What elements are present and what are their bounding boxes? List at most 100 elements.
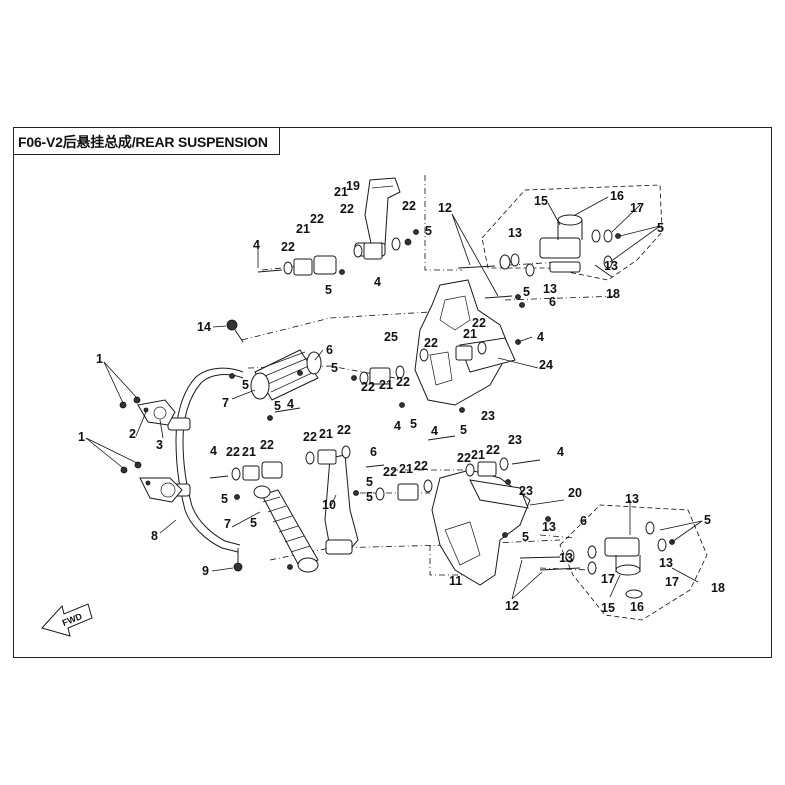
diagram-frame: [13, 127, 772, 658]
callout-5: 5: [522, 530, 529, 544]
rear-knuckle-lower: [431, 469, 531, 586]
callout-4: 4: [394, 419, 401, 433]
callout-21: 21: [399, 462, 413, 476]
callout-21: 21: [242, 445, 256, 459]
callout-12: 12: [438, 201, 452, 215]
callout-13: 13: [543, 282, 557, 296]
callout-5: 5: [425, 224, 432, 238]
upper-shock-absorber: [250, 349, 322, 401]
hub-upper-exploded: [457, 214, 621, 300]
misc-bolts: [226, 229, 551, 572]
callout-4: 4: [287, 397, 294, 411]
lower-trailing-arm: [324, 454, 359, 555]
callout-22: 22: [303, 430, 317, 444]
callout-22: 22: [260, 438, 274, 452]
stabilizer-bar: [167, 367, 244, 553]
callout-17: 17: [630, 201, 644, 215]
bushing-bracket-upper: [137, 399, 176, 426]
callout-layer: 19 21 22 21 22 22 4 22 5 4 5 12 13 5 13 …: [78, 179, 725, 615]
rear-knuckle-upper: [414, 279, 516, 406]
callout-22: 22: [402, 199, 416, 213]
callout-13: 13: [604, 259, 618, 273]
callout-4: 4: [537, 330, 544, 344]
callout-15: 15: [601, 601, 615, 615]
diagram-title: F06-V2后悬挂总成/REAR SUSPENSION: [18, 134, 268, 150]
callout-23: 23: [519, 484, 533, 498]
callout-14: 14: [197, 320, 211, 334]
callout-8: 8: [151, 529, 158, 543]
callout-15: 15: [534, 194, 548, 208]
callout-12: 12: [505, 599, 519, 613]
hub-assembly-box-lower: [559, 504, 708, 621]
callout-11: 11: [449, 574, 462, 588]
callout-22: 22: [424, 336, 438, 350]
callout-20: 20: [568, 486, 582, 500]
title-box: F06-V2后悬挂总成/REAR SUSPENSION: [14, 128, 280, 155]
callout-4: 4: [374, 275, 381, 289]
callout-5: 5: [523, 285, 530, 299]
lower-left-bushings: [209, 445, 385, 481]
callout-5: 5: [657, 221, 664, 235]
callout-5: 5: [221, 492, 228, 506]
callout-22: 22: [337, 423, 351, 437]
callout-22: 22: [340, 202, 354, 216]
callout-1: 1: [96, 352, 103, 366]
callout-6: 6: [370, 445, 377, 459]
callout-23: 23: [481, 409, 495, 423]
callout-5: 5: [325, 283, 332, 297]
hub-lower-exploded: [519, 521, 675, 599]
callout-6: 6: [580, 514, 587, 528]
callout-5: 5: [410, 417, 417, 431]
callout-22: 22: [486, 443, 500, 457]
callout-22: 22: [281, 240, 295, 254]
callout-22: 22: [396, 375, 410, 389]
callout-21: 21: [334, 185, 348, 199]
callout-5: 5: [242, 378, 249, 392]
callout-13: 13: [659, 556, 673, 570]
callout-10: 10: [322, 498, 336, 512]
callout-22: 22: [457, 451, 471, 465]
callout-16: 16: [630, 600, 644, 614]
callout-3: 3: [156, 438, 163, 452]
callout-19: 19: [346, 179, 360, 193]
bracket-bolts: [119, 396, 142, 474]
callout-13: 13: [542, 520, 556, 534]
callout-22: 22: [226, 445, 240, 459]
callout-6: 6: [326, 343, 333, 357]
callout-7: 7: [222, 396, 229, 410]
callout-23: 23: [508, 433, 522, 447]
callout-22: 22: [383, 465, 397, 479]
callout-17: 17: [665, 575, 679, 589]
callout-5: 5: [274, 399, 281, 413]
callout-7: 7: [224, 517, 231, 531]
upper-left-bushings: [257, 237, 412, 276]
callout-21: 21: [319, 427, 333, 441]
callout-22: 22: [414, 459, 428, 473]
callout-24: 24: [539, 358, 553, 372]
callout-5: 5: [366, 490, 373, 504]
callout-1: 1: [78, 430, 85, 444]
callout-5: 5: [460, 423, 467, 437]
callout-22: 22: [472, 316, 486, 330]
callout-13: 13: [625, 492, 639, 506]
callout-21: 21: [463, 327, 477, 341]
callout-16: 16: [610, 189, 624, 203]
callout-21: 21: [379, 378, 393, 392]
callout-4: 4: [431, 424, 438, 438]
callout-21: 21: [471, 448, 485, 462]
lower-shock-absorber: [253, 485, 319, 573]
callout-25: 25: [384, 330, 398, 344]
callout-4: 4: [253, 238, 260, 252]
callout-18: 18: [606, 287, 620, 301]
callout-4: 4: [557, 445, 564, 459]
callout-5: 5: [704, 513, 711, 527]
lower-middle-bushings: [375, 457, 541, 501]
callout-6: 6: [549, 295, 556, 309]
callout-18: 18: [711, 581, 725, 595]
bushing-bracket-lower: [139, 477, 183, 503]
callout-22: 22: [361, 380, 375, 394]
callout-9: 9: [202, 564, 209, 578]
callout-5: 5: [331, 361, 338, 375]
leader-lines: [85, 196, 703, 600]
